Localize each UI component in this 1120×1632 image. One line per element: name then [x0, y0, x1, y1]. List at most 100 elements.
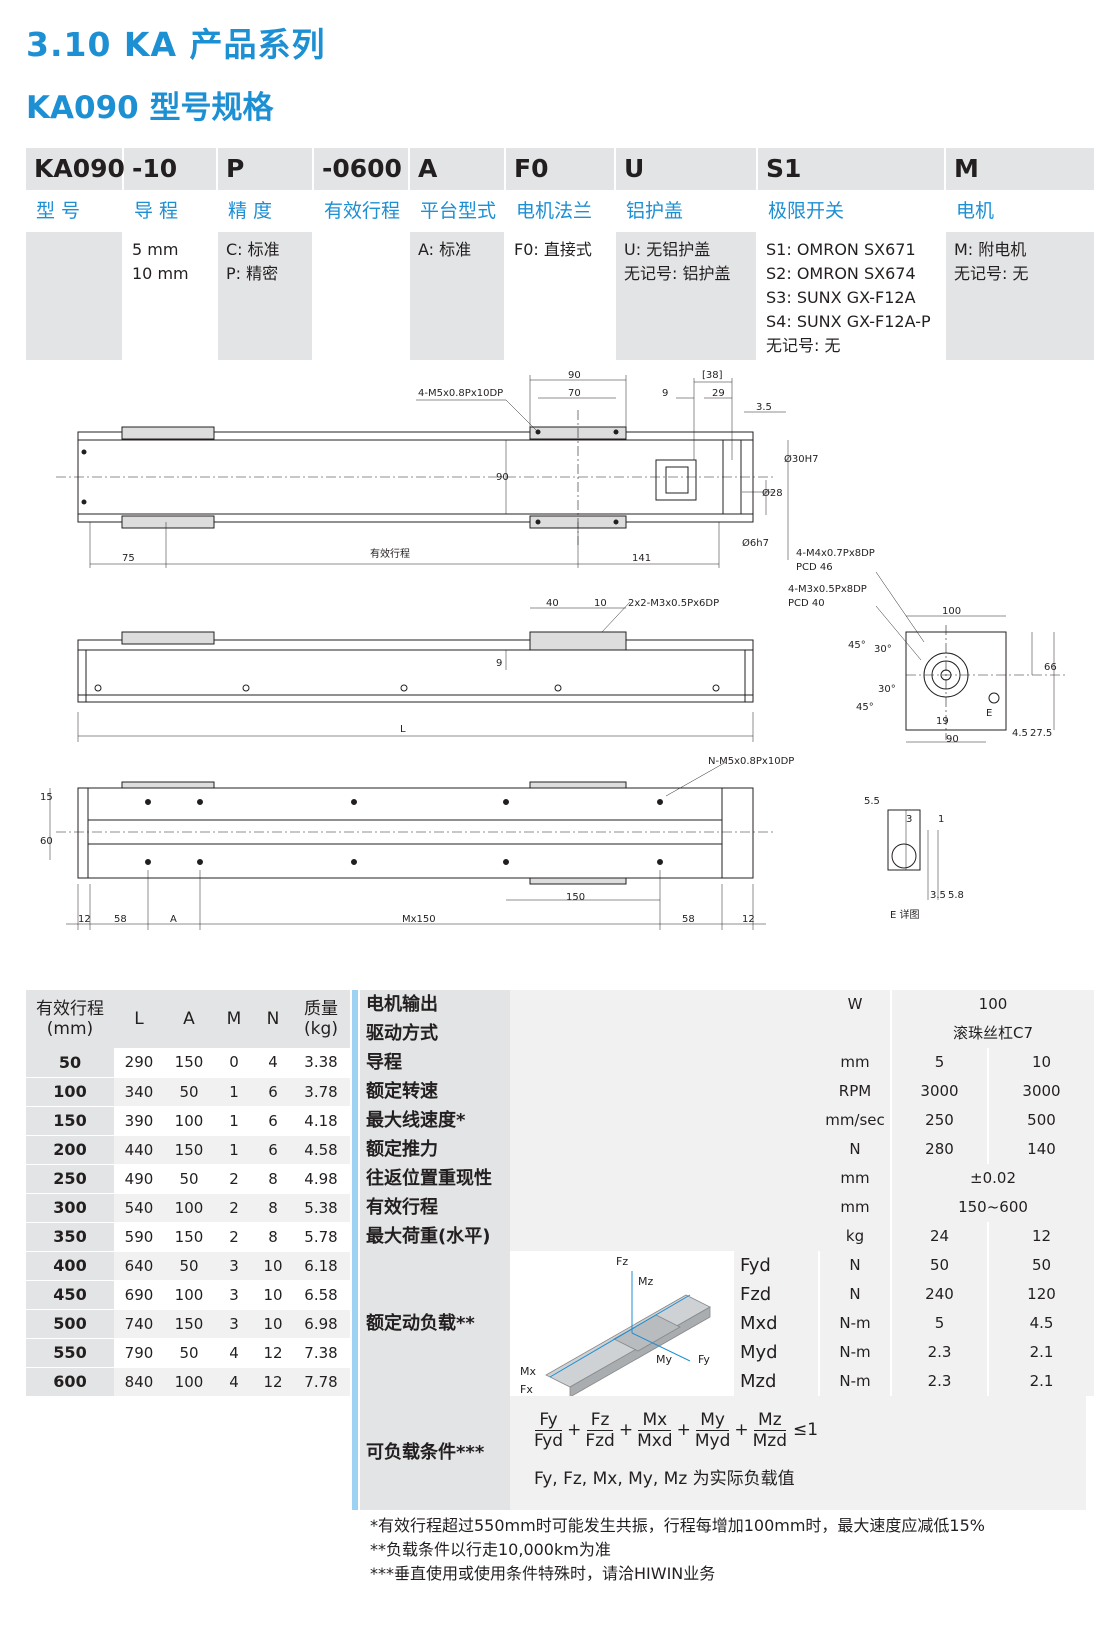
dyn-unit: N — [820, 1251, 890, 1280]
angle-45a: 45° — [848, 640, 866, 651]
dim-15: 15 — [40, 792, 53, 803]
dyn-value-2: 120 — [989, 1280, 1094, 1309]
code-label: 平台型式 — [410, 190, 504, 232]
stroke-cell: 8 — [254, 1222, 292, 1252]
load-axes-diagram: Fz Mz My Fy Mx Fx — [520, 1255, 711, 1398]
stroke-cell: 100 — [164, 1280, 214, 1310]
formula-numerator: Fz — [586, 1410, 614, 1431]
stroke-cell: 840 — [114, 1367, 164, 1397]
dim-3-5: 3.5 — [756, 402, 772, 413]
drawing-svg: 90 70 [38] 29 9 3.5 4-M5x0.8Px10DP 90 Ø3… — [40, 370, 1066, 930]
stroke-key-cell: 150 — [26, 1106, 114, 1136]
code-values: U: 无铝护盖 无记号: 铝护盖 — [624, 240, 731, 283]
code-values: S1: OMRON SX671 S2: OMRON SX674 S3: SUNX… — [766, 240, 931, 355]
dyn-value-2: 50 — [989, 1251, 1094, 1280]
dyn-value-2: 2.1 — [989, 1367, 1094, 1396]
spec-unit: W — [820, 990, 890, 1019]
axis-fz: Fz — [616, 1255, 628, 1268]
spec-blank — [510, 1222, 820, 1251]
dim-A: A — [170, 914, 177, 925]
spec-label: 往返位置重现性 — [360, 1164, 510, 1193]
angle-30a: 30° — [874, 644, 892, 655]
footnotes: *有效行程超过550mm时可能发生共振，行程每增加100mm时，最大速度应减低1… — [370, 1514, 985, 1586]
code-label: 电机法兰 — [506, 190, 614, 232]
spec-row-drive: 驱动方式 滚珠丝杠C7 — [360, 1019, 1094, 1048]
spec-label: 额定转速 — [360, 1077, 510, 1106]
th-mass: 质量 (kg) — [292, 990, 350, 1048]
spec-unit: mm — [820, 1048, 890, 1077]
dim-58a: 58 — [114, 914, 127, 925]
dyn-name: Mxd — [734, 1309, 818, 1338]
spec-value-2: 3000 — [989, 1077, 1094, 1106]
stroke-cell: 10 — [254, 1251, 292, 1281]
stroke-cell: 1 — [214, 1135, 254, 1165]
spec-row-speed: 额定转速 RPM 3000 3000 — [360, 1077, 1094, 1106]
stroke-cell: 590 — [114, 1222, 164, 1252]
dyn-unit: N-m — [820, 1338, 890, 1367]
spec-value-2: 10 — [989, 1048, 1094, 1077]
spec-value-2: 140 — [989, 1135, 1094, 1164]
spec-unit: RPM — [820, 1077, 890, 1106]
formula-plus: + — [676, 1420, 691, 1440]
code-label: 精 度 — [218, 190, 312, 232]
spec-unit: mm — [820, 1164, 890, 1193]
pcd-40: PCD 40 — [788, 598, 825, 609]
stroke-cell: 8 — [254, 1193, 292, 1223]
dim-Mx150: Mx150 — [402, 914, 436, 925]
spec-blank — [510, 1019, 820, 1048]
tap-label-3: 4-M4x0.7Px8DP — [796, 548, 875, 559]
spec-row-max-load: 最大荷重(水平) kg 24 12 — [360, 1222, 1094, 1251]
stroke-cell: 6.58 — [292, 1280, 350, 1310]
code-col-model: KA090 型 号 — [26, 148, 125, 360]
dim-5-5: 5.5 — [864, 796, 880, 807]
formula-denominator: Myd — [694, 1430, 731, 1451]
code-col-cover: U 铝护盖 U: 无铝护盖 无记号: 铝护盖 — [616, 148, 756, 360]
formula-denominator: Mzd — [752, 1430, 788, 1451]
formula-denominator: Mxd — [637, 1430, 673, 1451]
stroke-cell: 4 — [214, 1367, 254, 1397]
code-values: 5 mm 10 mm — [132, 240, 189, 283]
technical-drawing: 90 70 [38] 29 9 3.5 4-M5x0.8Px10DP 90 Ø3… — [26, 370, 1094, 960]
stroke-cell: 2 — [214, 1164, 254, 1194]
dyn-value-2: 2.1 — [989, 1338, 1094, 1367]
stroke-cell: 3 — [214, 1309, 254, 1339]
code-label: 型 号 — [26, 190, 122, 232]
dyn-name: Myd — [734, 1338, 818, 1367]
spec-value-1: 280 — [892, 1135, 987, 1164]
spec-blank — [510, 1193, 820, 1222]
stroke-cell: 3.78 — [292, 1077, 350, 1107]
dim-9b: 9 — [496, 658, 502, 669]
stroke-key-cell: 600 — [26, 1367, 114, 1397]
stroke-cell: 150 — [164, 1222, 214, 1252]
spec-label: 导程 — [360, 1048, 510, 1077]
dim-90c: 90 — [946, 734, 959, 745]
code-head: F0 — [506, 148, 614, 190]
stroke-cell: 4 — [254, 1048, 292, 1078]
dyn-value-2: 4.5 — [989, 1309, 1094, 1338]
stroke-cell: 0 — [214, 1048, 254, 1078]
spec-blank — [510, 1077, 820, 1106]
stroke-cell: 4.58 — [292, 1135, 350, 1165]
spec-label: 驱动方式 — [360, 1019, 510, 1048]
stroke-cell: 640 — [114, 1251, 164, 1281]
stroke-cell: 100 — [164, 1193, 214, 1223]
code-values: A: 标准 — [418, 240, 472, 259]
stroke-cell: 150 — [164, 1135, 214, 1165]
stroke-cell: 10 — [254, 1280, 292, 1310]
stroke-cell: 7.38 — [292, 1338, 350, 1368]
dyn-value-1: 2.3 — [892, 1367, 987, 1396]
dim-90: 90 — [568, 370, 581, 381]
spec-blank — [510, 1048, 820, 1077]
dyn-value-1: 240 — [892, 1280, 987, 1309]
axis-my: My — [656, 1353, 672, 1366]
dim-stroke: 有效行程 — [370, 547, 410, 560]
spec-row-thrust: 额定推力 N 280 140 — [360, 1135, 1094, 1164]
spec-row-repeat: 往返位置重现性 mm ±0.02 — [360, 1164, 1094, 1193]
formula-denominator: Fzd — [585, 1430, 615, 1451]
stroke-cell: 4.98 — [292, 1164, 350, 1194]
dim-90-v: 90 — [496, 472, 509, 483]
footnote-3: ***垂直使用或使用条件特殊时，请洽HIWIN业务 — [370, 1564, 716, 1583]
